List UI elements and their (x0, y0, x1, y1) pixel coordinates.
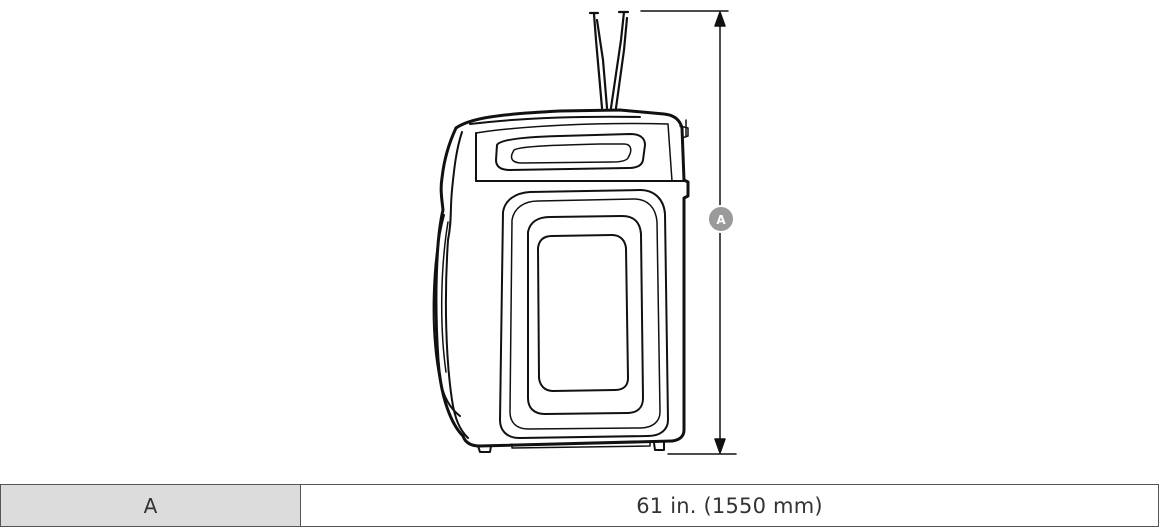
dimension-table: A 61 in. (1550 mm) (0, 484, 1159, 527)
dimension-a-callout: A (708, 206, 734, 232)
callout-label: A (716, 213, 726, 227)
dimension-key-cell: A (1, 485, 301, 527)
dimension-value-cell: 61 in. (1550 mm) (301, 485, 1159, 527)
washer-body-illustration (434, 110, 688, 452)
table-row: A 61 in. (1550 mm) (1, 485, 1159, 527)
washer-side-view-diagram: A (0, 0, 1161, 470)
hoses-illustration (590, 12, 628, 108)
